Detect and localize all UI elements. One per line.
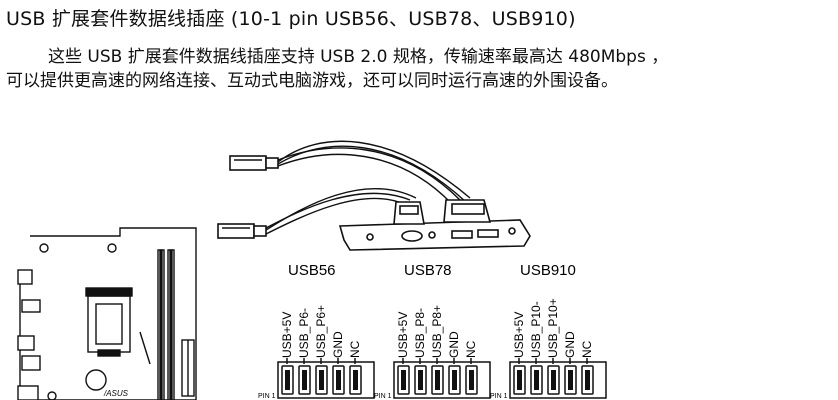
usb-header-name: USB910 [520, 262, 576, 279]
pin-label: USB_P6- [297, 308, 311, 358]
pin [435, 370, 440, 390]
pin [585, 370, 590, 390]
section-title: USB 扩展套件数据线插座 (10-1 pin USB56、USB78、USB9… [6, 8, 576, 30]
pin-label: NC [348, 340, 362, 358]
pin-label: GND [447, 331, 461, 358]
pin-label: NC [580, 340, 594, 358]
usb-header-name: USB78 [404, 262, 452, 279]
board-logo: /ASUS [103, 389, 129, 398]
cable-connector-upper [229, 155, 267, 171]
pin-label: USB_P10- [529, 301, 543, 358]
pin [568, 370, 573, 390]
pin1-label: PIN 1 [258, 393, 276, 400]
pin-label: GND [563, 331, 577, 358]
description-line-1: 这些 USB 扩展套件数据线插座支持 USB 2.0 规格，传输速率最高达 48… [48, 47, 669, 67]
pin [452, 370, 457, 390]
usb-header-name: USB56 [288, 262, 336, 279]
pin [534, 370, 539, 390]
pin [336, 370, 341, 390]
pin-label: USB_P10+ [546, 298, 560, 358]
pin-label: USB+5V [396, 312, 410, 358]
pin [319, 370, 324, 390]
pin-label: USB+5V [512, 312, 526, 358]
pin [401, 370, 406, 390]
pin [285, 370, 290, 390]
pin-label: USB_P8- [413, 308, 427, 358]
pin [551, 370, 556, 390]
pin [418, 370, 423, 390]
cpu-socket-top [85, 287, 133, 297]
pin-label: USB_P8+ [430, 305, 444, 358]
pin-label: GND [331, 331, 345, 358]
pin [469, 370, 474, 390]
cable-connector-lower [217, 223, 255, 239]
motherboard-outline [17, 227, 197, 400]
pin-label: USB_P6+ [314, 305, 328, 358]
pin1-label: PIN 1 [374, 393, 392, 400]
pin [353, 370, 358, 390]
description-line-2: 可以提供更高速的网络连接、互动式电脑游戏，还可以同时运行高速的外围设备。 [6, 71, 618, 91]
pin [302, 370, 307, 390]
pin-label: USB+5V [280, 312, 294, 358]
pin1-label: PIN 1 [490, 393, 508, 400]
pin-label: NC [464, 340, 478, 358]
pin [517, 370, 522, 390]
usb-cable-assembly [217, 140, 531, 251]
